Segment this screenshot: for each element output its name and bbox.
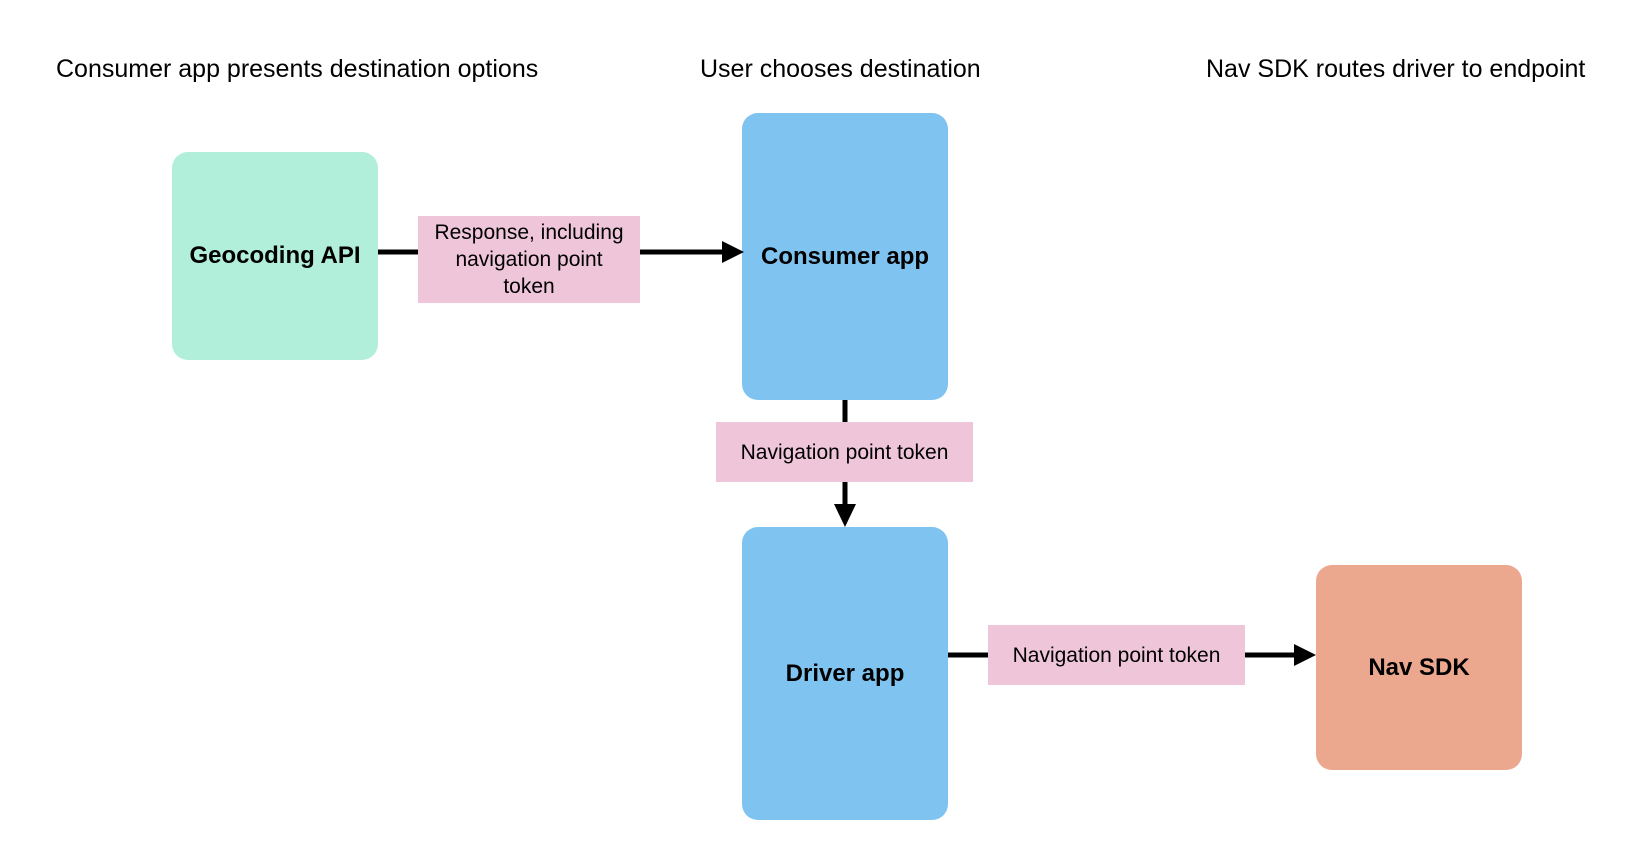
edge-label-navigation-point-token-driver-to-navsdk: Navigation point token xyxy=(988,625,1245,685)
node-nav-sdk-label: Nav SDK xyxy=(1368,653,1470,681)
edge-label-navigation-point-token-text-1: Navigation point token xyxy=(740,440,949,464)
edge-label-navigation-point-token-consumer-to-driver: Navigation point token xyxy=(716,422,973,482)
column-header-user-chooses-destination: User chooses destination xyxy=(700,55,981,83)
node-nav-sdk[interactable]: Nav SDK xyxy=(1316,565,1522,770)
edge-label-navigation-point-token-text-2: Navigation point token xyxy=(1012,643,1221,667)
column-header-nav-sdk-routes-driver-to-endpoint: Nav SDK routes driver to endpoint xyxy=(1206,55,1586,83)
node-consumer-app[interactable]: Consumer app xyxy=(742,113,948,400)
edge-label-response-text: Response, including navigation point tok… xyxy=(434,221,624,298)
node-consumer-app-label: Consumer app xyxy=(760,242,930,270)
node-driver-app-label: Driver app xyxy=(785,659,905,687)
column-header-consumer-app-presents-destination-options: Consumer app presents destination option… xyxy=(56,55,539,83)
node-geocoding-api[interactable]: Geocoding API xyxy=(172,152,378,360)
edge-label-response-including-navigation-point-token: Response, including navigation point tok… xyxy=(418,216,640,303)
node-driver-app[interactable]: Driver app xyxy=(742,527,948,820)
node-geocoding-api-label: Geocoding API xyxy=(189,242,361,269)
